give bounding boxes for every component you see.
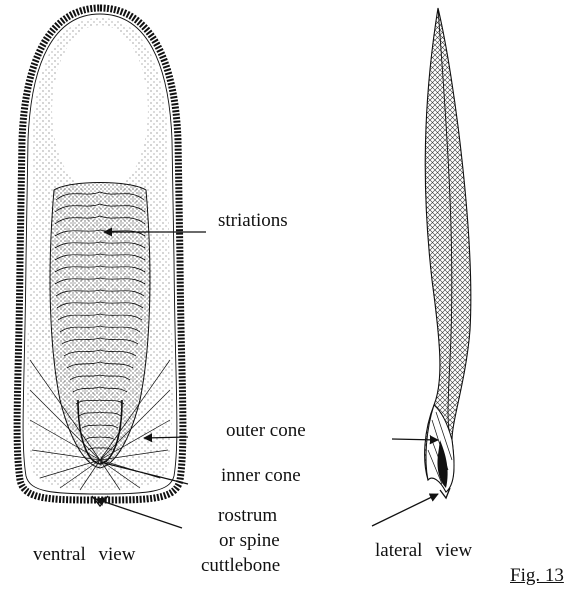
ventral-pale-area: [52, 25, 148, 195]
figure-number: Fig. 13: [510, 566, 564, 585]
label-outer-cone: outer cone: [226, 421, 306, 440]
label-or-spine: or spine: [219, 531, 280, 550]
rostrum-arrow-right: [372, 494, 438, 526]
label-lateral-view: lateral view: [375, 541, 472, 560]
label-cuttlebone: cuttlebone: [201, 556, 280, 575]
lateral-view-drawing: [425, 8, 471, 498]
label-inner-cone: inner cone: [221, 466, 301, 485]
label-striations: striations: [218, 211, 288, 230]
ventral-view-drawing: [17, 8, 183, 506]
label-ventral-view: ventral view: [33, 545, 135, 564]
label-rostrum: rostrum: [218, 506, 277, 525]
rostrum-arrow-left: [96, 499, 182, 528]
